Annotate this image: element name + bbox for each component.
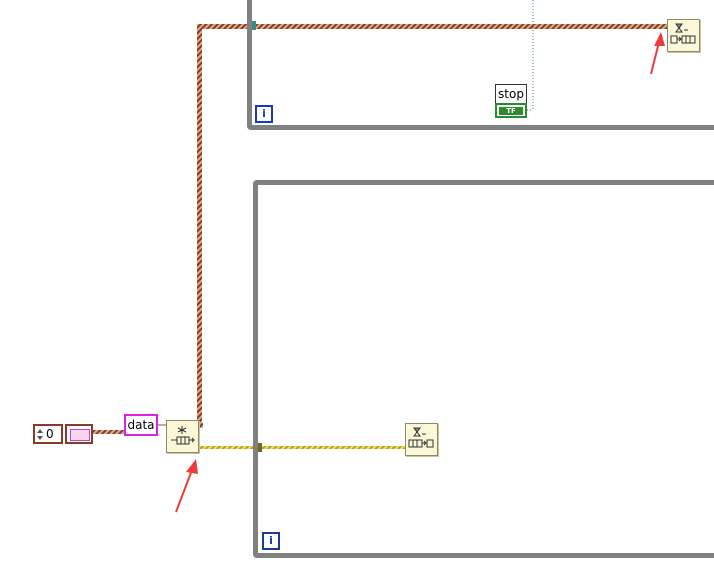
- while-loop-producer[interactable]: [247, 0, 714, 130]
- enqueue-element-node[interactable]: [667, 19, 700, 52]
- cluster-icon: [70, 429, 90, 441]
- label-connector: [156, 424, 166, 426]
- dequeue-element-icon: [408, 427, 434, 448]
- enqueue-element-icon: [670, 23, 696, 44]
- queue-type-constant[interactable]: [65, 424, 93, 444]
- increment-decrement-icon[interactable]: [36, 428, 44, 441]
- queue-wire-input[interactable]: [92, 430, 124, 434]
- numeric-constant[interactable]: 0: [33, 424, 63, 444]
- boolean-icon: TF: [499, 107, 523, 115]
- stop-label[interactable]: stop: [495, 84, 527, 104]
- dequeue-element-node[interactable]: [405, 423, 438, 456]
- iteration-terminal-icon: i: [262, 532, 280, 550]
- stop-terminal[interactable]: TF: [495, 103, 527, 118]
- iteration-terminal-icon: i: [255, 105, 273, 123]
- numeric-value: 0: [46, 427, 54, 441]
- while-loop-consumer[interactable]: [253, 180, 714, 558]
- queue-name-label[interactable]: data: [124, 414, 158, 436]
- obtain-queue-icon: [171, 426, 195, 445]
- annotation-arrow-top: [650, 32, 665, 75]
- queue-wire-to-loop1[interactable]: [197, 24, 667, 428]
- queue-wire-to-loop2[interactable]: [197, 446, 405, 449]
- annotation-arrow-bottom: [175, 459, 198, 513]
- obtain-queue-node[interactable]: [166, 420, 199, 453]
- stop-wire[interactable]: [527, 0, 534, 111]
